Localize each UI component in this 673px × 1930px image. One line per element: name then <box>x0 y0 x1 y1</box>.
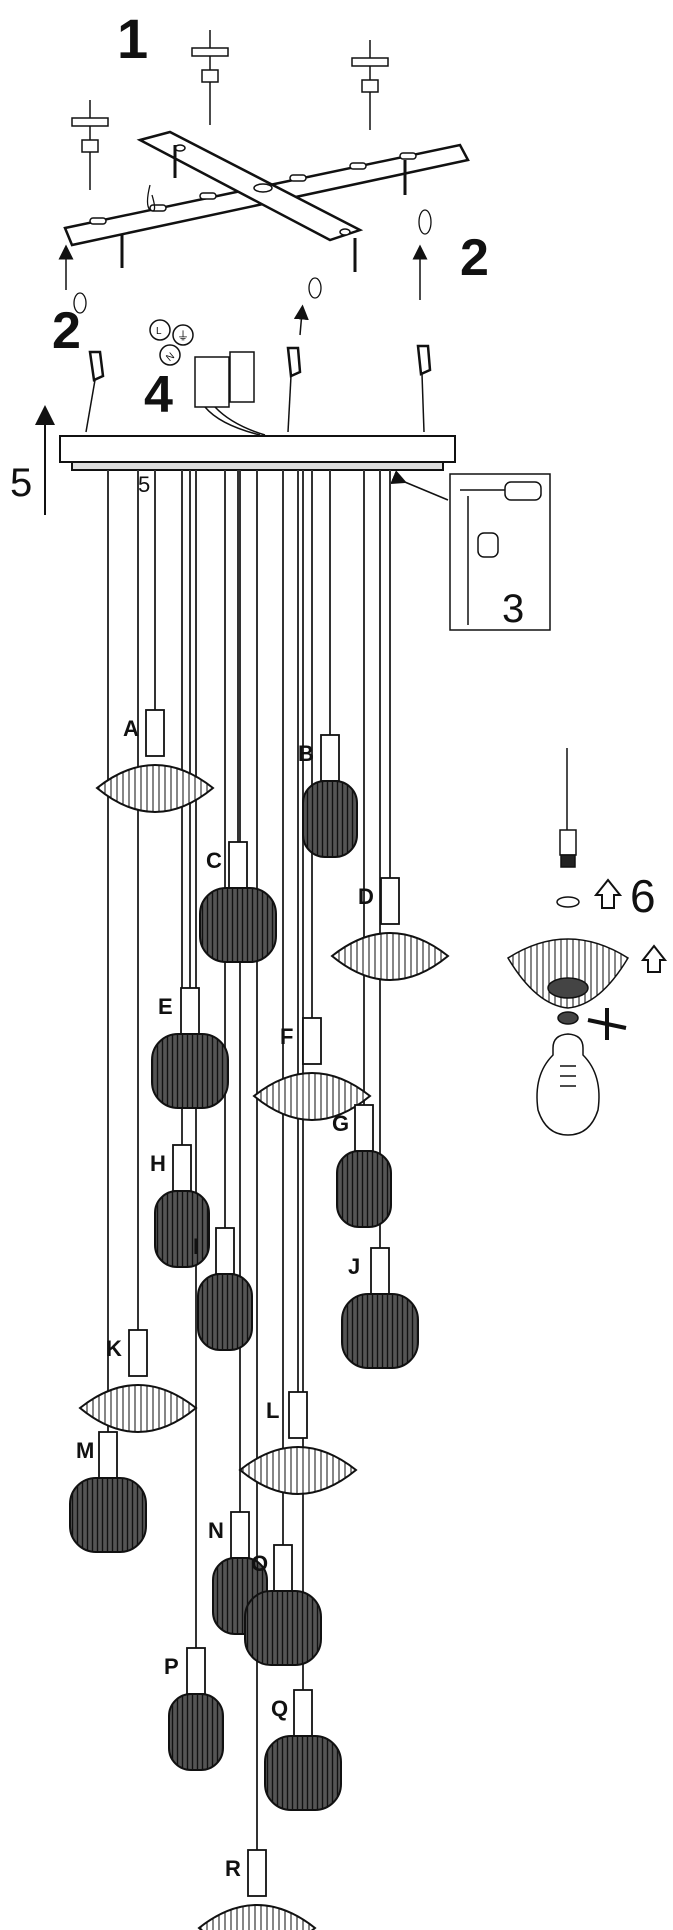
lamp-o: O <box>244 1544 322 1666</box>
step-2-label-right: 2 <box>460 229 489 287</box>
terminal-block <box>149 319 266 436</box>
lamp-b: B <box>298 734 358 858</box>
lamp-k: K <box>78 1329 198 1433</box>
lamp-m: M <box>69 1431 147 1553</box>
shade-assembly-detail <box>506 748 630 1136</box>
step-5-label: 5 <box>10 461 32 505</box>
lamp-label-d: D <box>358 884 374 909</box>
lamp-q: Q <box>264 1689 342 1811</box>
lamp-label-h: H <box>150 1151 166 1176</box>
lamp-label-q: Q <box>271 1696 288 1721</box>
lamp-j: J <box>341 1247 419 1369</box>
lamp-p: P <box>164 1647 224 1771</box>
lamp-e: E <box>151 987 229 1109</box>
lamp-label-b: B <box>298 741 314 766</box>
lamp-label-f: F <box>280 1024 293 1049</box>
lamp-d: D <box>330 877 450 981</box>
step-1-label: 1 <box>117 7 148 70</box>
lamp-label-c: C <box>206 848 222 873</box>
lamp-g: G <box>332 1104 392 1228</box>
step-5-small-label: 5 <box>138 472 150 497</box>
lamp-label-n: N <box>208 1518 224 1543</box>
lamp-c: C <box>199 841 277 963</box>
wall-plug-screws <box>71 30 389 190</box>
lamp-label-a: A <box>123 716 139 741</box>
wire-label-l: L <box>156 326 162 337</box>
step-6-label: 6 <box>630 870 656 922</box>
lamp-a: A <box>95 709 215 813</box>
carabiner-hooks <box>85 344 432 433</box>
lamp-label-e: E <box>158 994 173 1019</box>
step-3-label: 3 <box>502 587 524 631</box>
mounting-bracket <box>63 130 470 272</box>
canopy <box>59 435 456 471</box>
pendant-lamps: A B C D E F G H I J K L M N O P Q R <box>69 709 450 1930</box>
lamp-label-i: I <box>193 1234 199 1259</box>
lamp-label-l: L <box>266 1398 279 1423</box>
inset-cable-adjust <box>390 470 551 631</box>
lamp-label-m: M <box>76 1438 94 1463</box>
step-2-label-left: 2 <box>52 302 81 360</box>
lamp-l: L <box>238 1391 358 1495</box>
lamp-label-r: R <box>225 1856 241 1881</box>
lamp-label-k: K <box>106 1336 122 1361</box>
lamp-label-j: J <box>348 1254 360 1279</box>
lamp-r: R <box>197 1849 317 1930</box>
step-4-label: 4 <box>144 366 173 424</box>
lamp-label-g: G <box>332 1111 349 1136</box>
lamp-h: H <box>150 1144 210 1268</box>
safety-loops <box>73 184 432 314</box>
shade-up-arrows <box>593 878 668 973</box>
lamp-i: I <box>193 1227 253 1351</box>
lamp-label-p: P <box>164 1654 179 1679</box>
lift-arrows <box>35 244 428 515</box>
lamp-label-o: O <box>251 1551 268 1576</box>
lamp-f: F <box>252 1017 372 1121</box>
wire-label-ground: ⏚ <box>177 329 189 343</box>
